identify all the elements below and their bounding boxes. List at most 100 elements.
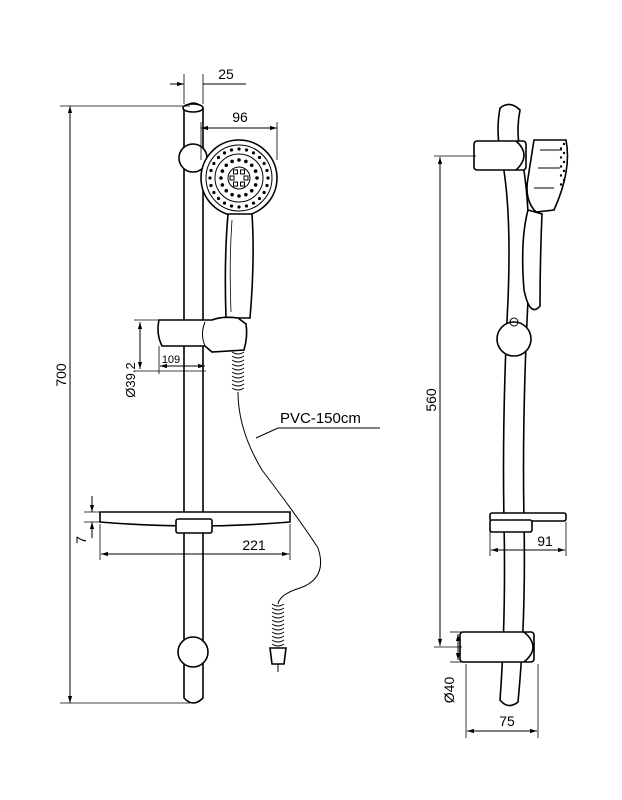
nozzle-dot (244, 159, 248, 164)
hose-end-connector (271, 603, 285, 647)
hose-callout: PVC-150cm (255, 410, 380, 439)
nozzle-dot (253, 169, 258, 173)
nozzle-dot (237, 205, 241, 209)
front-view: 700 25 96 Ø39.2 109 (53, 66, 380, 704)
hand-shower-head (200, 139, 278, 217)
nozzle-dot (212, 190, 216, 195)
rail-top-cap (182, 103, 204, 113)
coil-segment (271, 611, 285, 615)
nozzle-dot (562, 178, 566, 182)
coil-segment (271, 623, 285, 627)
center-nozzle (240, 181, 245, 187)
nozzle-dot (230, 159, 234, 164)
coil-segment (231, 383, 245, 387)
nozzle-dot (208, 176, 212, 180)
dim-rail-diameter: 25 (170, 66, 246, 104)
dim-shelf-depth: 91 (489, 522, 567, 556)
coil-segment (231, 351, 245, 355)
coil-segment (271, 603, 285, 607)
nozzle-dot (266, 176, 270, 180)
dim-560-label: 560 (423, 388, 439, 412)
shower-handle (224, 213, 254, 319)
dim-109-label: 109 (162, 354, 180, 366)
dim-total-height: 700 (53, 105, 190, 704)
nozzle-dot (251, 151, 256, 155)
coil-segment (231, 371, 245, 375)
nozzle-dot (244, 192, 248, 197)
coil-segment (271, 619, 285, 623)
side-shower-head (526, 139, 569, 213)
nozzle-dot (237, 158, 241, 162)
center-nozzle (233, 181, 238, 187)
nozzle-dot (219, 176, 223, 180)
dim-shelf-thickness: 7 (73, 496, 102, 544)
side-shower-handle (521, 209, 543, 311)
dim-dia40-label: Ø40 (441, 677, 457, 704)
center-nozzle (243, 175, 249, 181)
nozzle-dot (562, 151, 566, 155)
coil-segment (231, 367, 245, 371)
nozzle-dot (265, 183, 269, 188)
nozzle-dot (559, 183, 563, 186)
coil-segment (271, 627, 285, 631)
nozzle-dot (262, 190, 266, 195)
center-nozzle (240, 169, 245, 175)
shower-hose (237, 391, 322, 605)
nozzle-dot (224, 188, 229, 193)
coil-segment (271, 639, 285, 643)
nozzle-dot (251, 201, 256, 205)
nozzle-dot (224, 163, 229, 168)
nozzle-dot (237, 147, 241, 151)
nozzle-dot (222, 151, 227, 155)
nozzle-dot (562, 169, 566, 173)
nozzle-dot (562, 160, 566, 164)
nozzle-dot (559, 174, 563, 177)
coil-segment (231, 387, 245, 391)
nozzle-dot (559, 156, 563, 159)
coil-segment (271, 607, 285, 611)
nozzle-dot (244, 204, 249, 208)
nozzle-dot (229, 204, 234, 208)
nozzle-dot (255, 176, 259, 180)
nozzle-dot (229, 148, 234, 152)
side-view: 560 91 Ø40 75 (423, 103, 569, 738)
dim-head-width: 96 (200, 109, 278, 160)
bottom-wall-bracket (177, 636, 209, 668)
coil-segment (271, 631, 285, 635)
nozzle-dot (559, 147, 563, 150)
hose-connector (231, 351, 245, 391)
coil-segment (271, 635, 285, 639)
nozzle-dot (237, 194, 241, 198)
dim-dia392-label: Ø39.2 (123, 362, 138, 397)
center-nozzle (233, 169, 238, 175)
dim-side-bracket-dia: Ø40 (441, 631, 462, 704)
dim-221-label: 221 (242, 537, 266, 553)
nozzle-dot (249, 188, 254, 193)
hose-label: PVC-150cm (280, 410, 361, 427)
dim-bracket: Ø39.2 109 (123, 319, 206, 398)
nozzle-dot (222, 201, 227, 205)
nozzle-dot (559, 165, 563, 168)
dim-side-bracket-depth: 75 (465, 664, 539, 738)
coil-segment (271, 615, 285, 619)
dim-shelf-width: 221 (99, 524, 291, 560)
center-nozzle (229, 175, 235, 181)
nozzle-dot (257, 155, 262, 160)
nozzle-dot (253, 183, 258, 187)
nozzle-dot (562, 142, 566, 146)
nozzle-dot (209, 183, 213, 188)
nozzle-dot (244, 148, 249, 152)
nozzle-dot (212, 161, 216, 166)
nozzle-dot (216, 155, 221, 160)
slide-rail (183, 102, 204, 704)
side-bottom-bracket (459, 631, 535, 663)
nozzle-dot (230, 192, 234, 197)
dim-91-label: 91 (537, 533, 553, 549)
coil-segment (231, 363, 245, 367)
nozzle-dot (257, 196, 262, 201)
dim-700-label: 700 (53, 363, 69, 387)
side-slider-knob (496, 321, 532, 357)
nozzle-dot (220, 169, 225, 173)
nozzle-dot (249, 163, 254, 168)
